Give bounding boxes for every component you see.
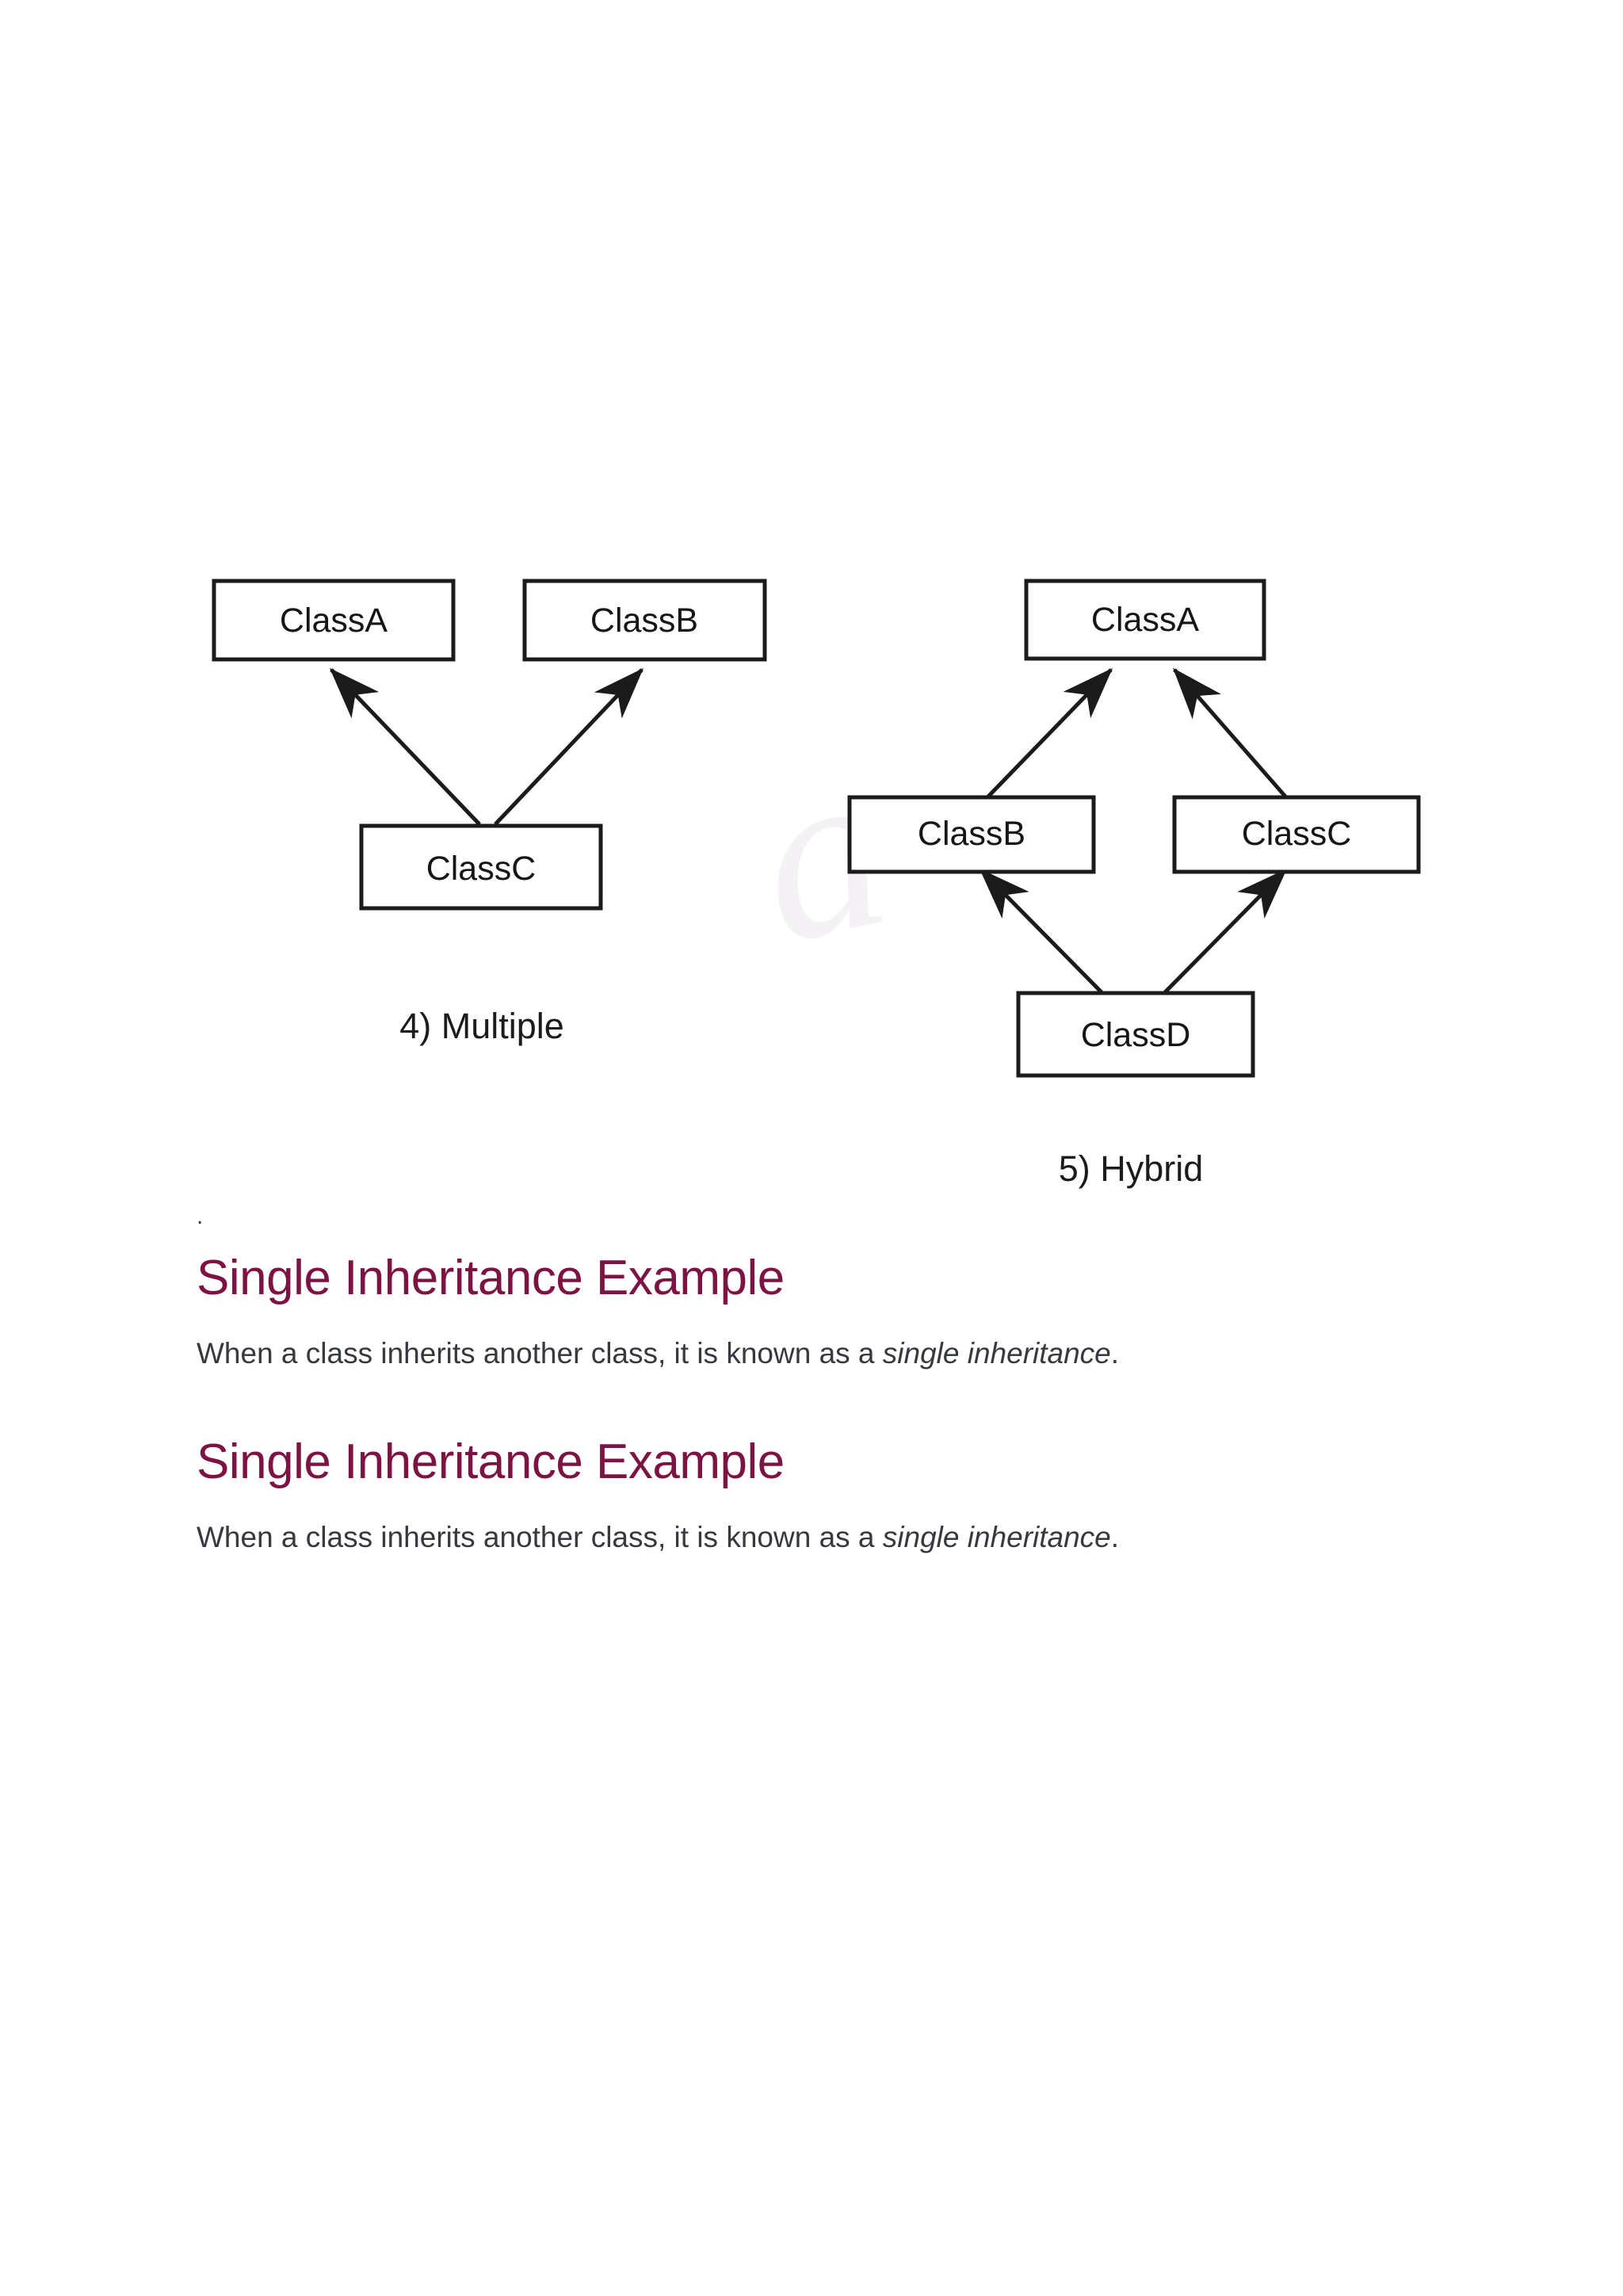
node-hybrid-classd[interactable]: ClassD bbox=[1016, 991, 1255, 1078]
section-heading-2: Single Inheritance Example bbox=[197, 1435, 785, 1489]
node-label-hybrid-classb: ClassB bbox=[918, 815, 1025, 853]
paragraph-2-text-after: . bbox=[1110, 1521, 1120, 1553]
stray-period-mark: . bbox=[197, 1203, 204, 1229]
node-label-hybrid-classa: ClassA bbox=[1091, 601, 1200, 639]
node-hybrid-classb[interactable]: ClassB bbox=[847, 795, 1096, 874]
edge-classb-to-classa bbox=[987, 667, 1113, 798]
paragraph-2-text-before: When a class inherits another class, it … bbox=[197, 1521, 883, 1553]
node-label-multiple-classb: ClassB bbox=[590, 602, 698, 640]
caption-hybrid: 5) Hybrid bbox=[1059, 1148, 1204, 1189]
section-paragraph-2: When a class inherits another class, it … bbox=[197, 1517, 1433, 1558]
section-paragraph-1: When a class inherits another class, it … bbox=[197, 1333, 1433, 1374]
node-hybrid-classa[interactable]: ClassA bbox=[1024, 579, 1266, 661]
caption-multiple: 4) Multiple bbox=[399, 1006, 564, 1046]
inheritance-diagram-figure: a ClassA bbox=[212, 579, 1421, 1189]
edge-classc-to-classa bbox=[329, 667, 481, 826]
node-label-multiple-classa: ClassA bbox=[280, 602, 388, 640]
hybrid-edges bbox=[979, 667, 1288, 994]
node-multiple-classc[interactable]: ClassC bbox=[359, 823, 603, 911]
node-label-multiple-classc: ClassC bbox=[426, 850, 537, 888]
node-multiple-classa[interactable]: ClassA bbox=[212, 579, 456, 662]
paragraph-1-text-after: . bbox=[1110, 1337, 1120, 1370]
edge-classd-to-classb bbox=[979, 868, 1103, 994]
multiple-edges bbox=[329, 667, 644, 826]
node-label-hybrid-classd: ClassD bbox=[1081, 1016, 1191, 1054]
paragraph-2-emphasis: single inheritance bbox=[882, 1521, 1111, 1553]
inheritance-diagrams-svg: ClassA ClassB ClassC 4) Multiple bbox=[212, 579, 1421, 1189]
diagram-multiple: ClassA ClassB ClassC 4) Multiple bbox=[212, 579, 767, 1046]
edge-classc-to-classb bbox=[494, 667, 644, 826]
edge-classc-to-classa bbox=[1173, 667, 1287, 798]
node-multiple-classb[interactable]: ClassB bbox=[522, 579, 767, 662]
paragraph-1-text-before: When a class inherits another class, it … bbox=[197, 1337, 883, 1370]
section-heading-1: Single Inheritance Example bbox=[197, 1251, 785, 1305]
node-hybrid-classc[interactable]: ClassC bbox=[1172, 795, 1421, 874]
edge-classd-to-classc bbox=[1163, 868, 1288, 994]
node-label-hybrid-classc: ClassC bbox=[1242, 815, 1352, 853]
diagram-hybrid: ClassA ClassB ClassC ClassD bbox=[847, 579, 1421, 1189]
article-body: . Single Inheritance Example When a clas… bbox=[197, 1205, 1433, 1558]
paragraph-1-emphasis: single inheritance bbox=[882, 1337, 1111, 1370]
section-spacer bbox=[197, 1374, 1433, 1415]
